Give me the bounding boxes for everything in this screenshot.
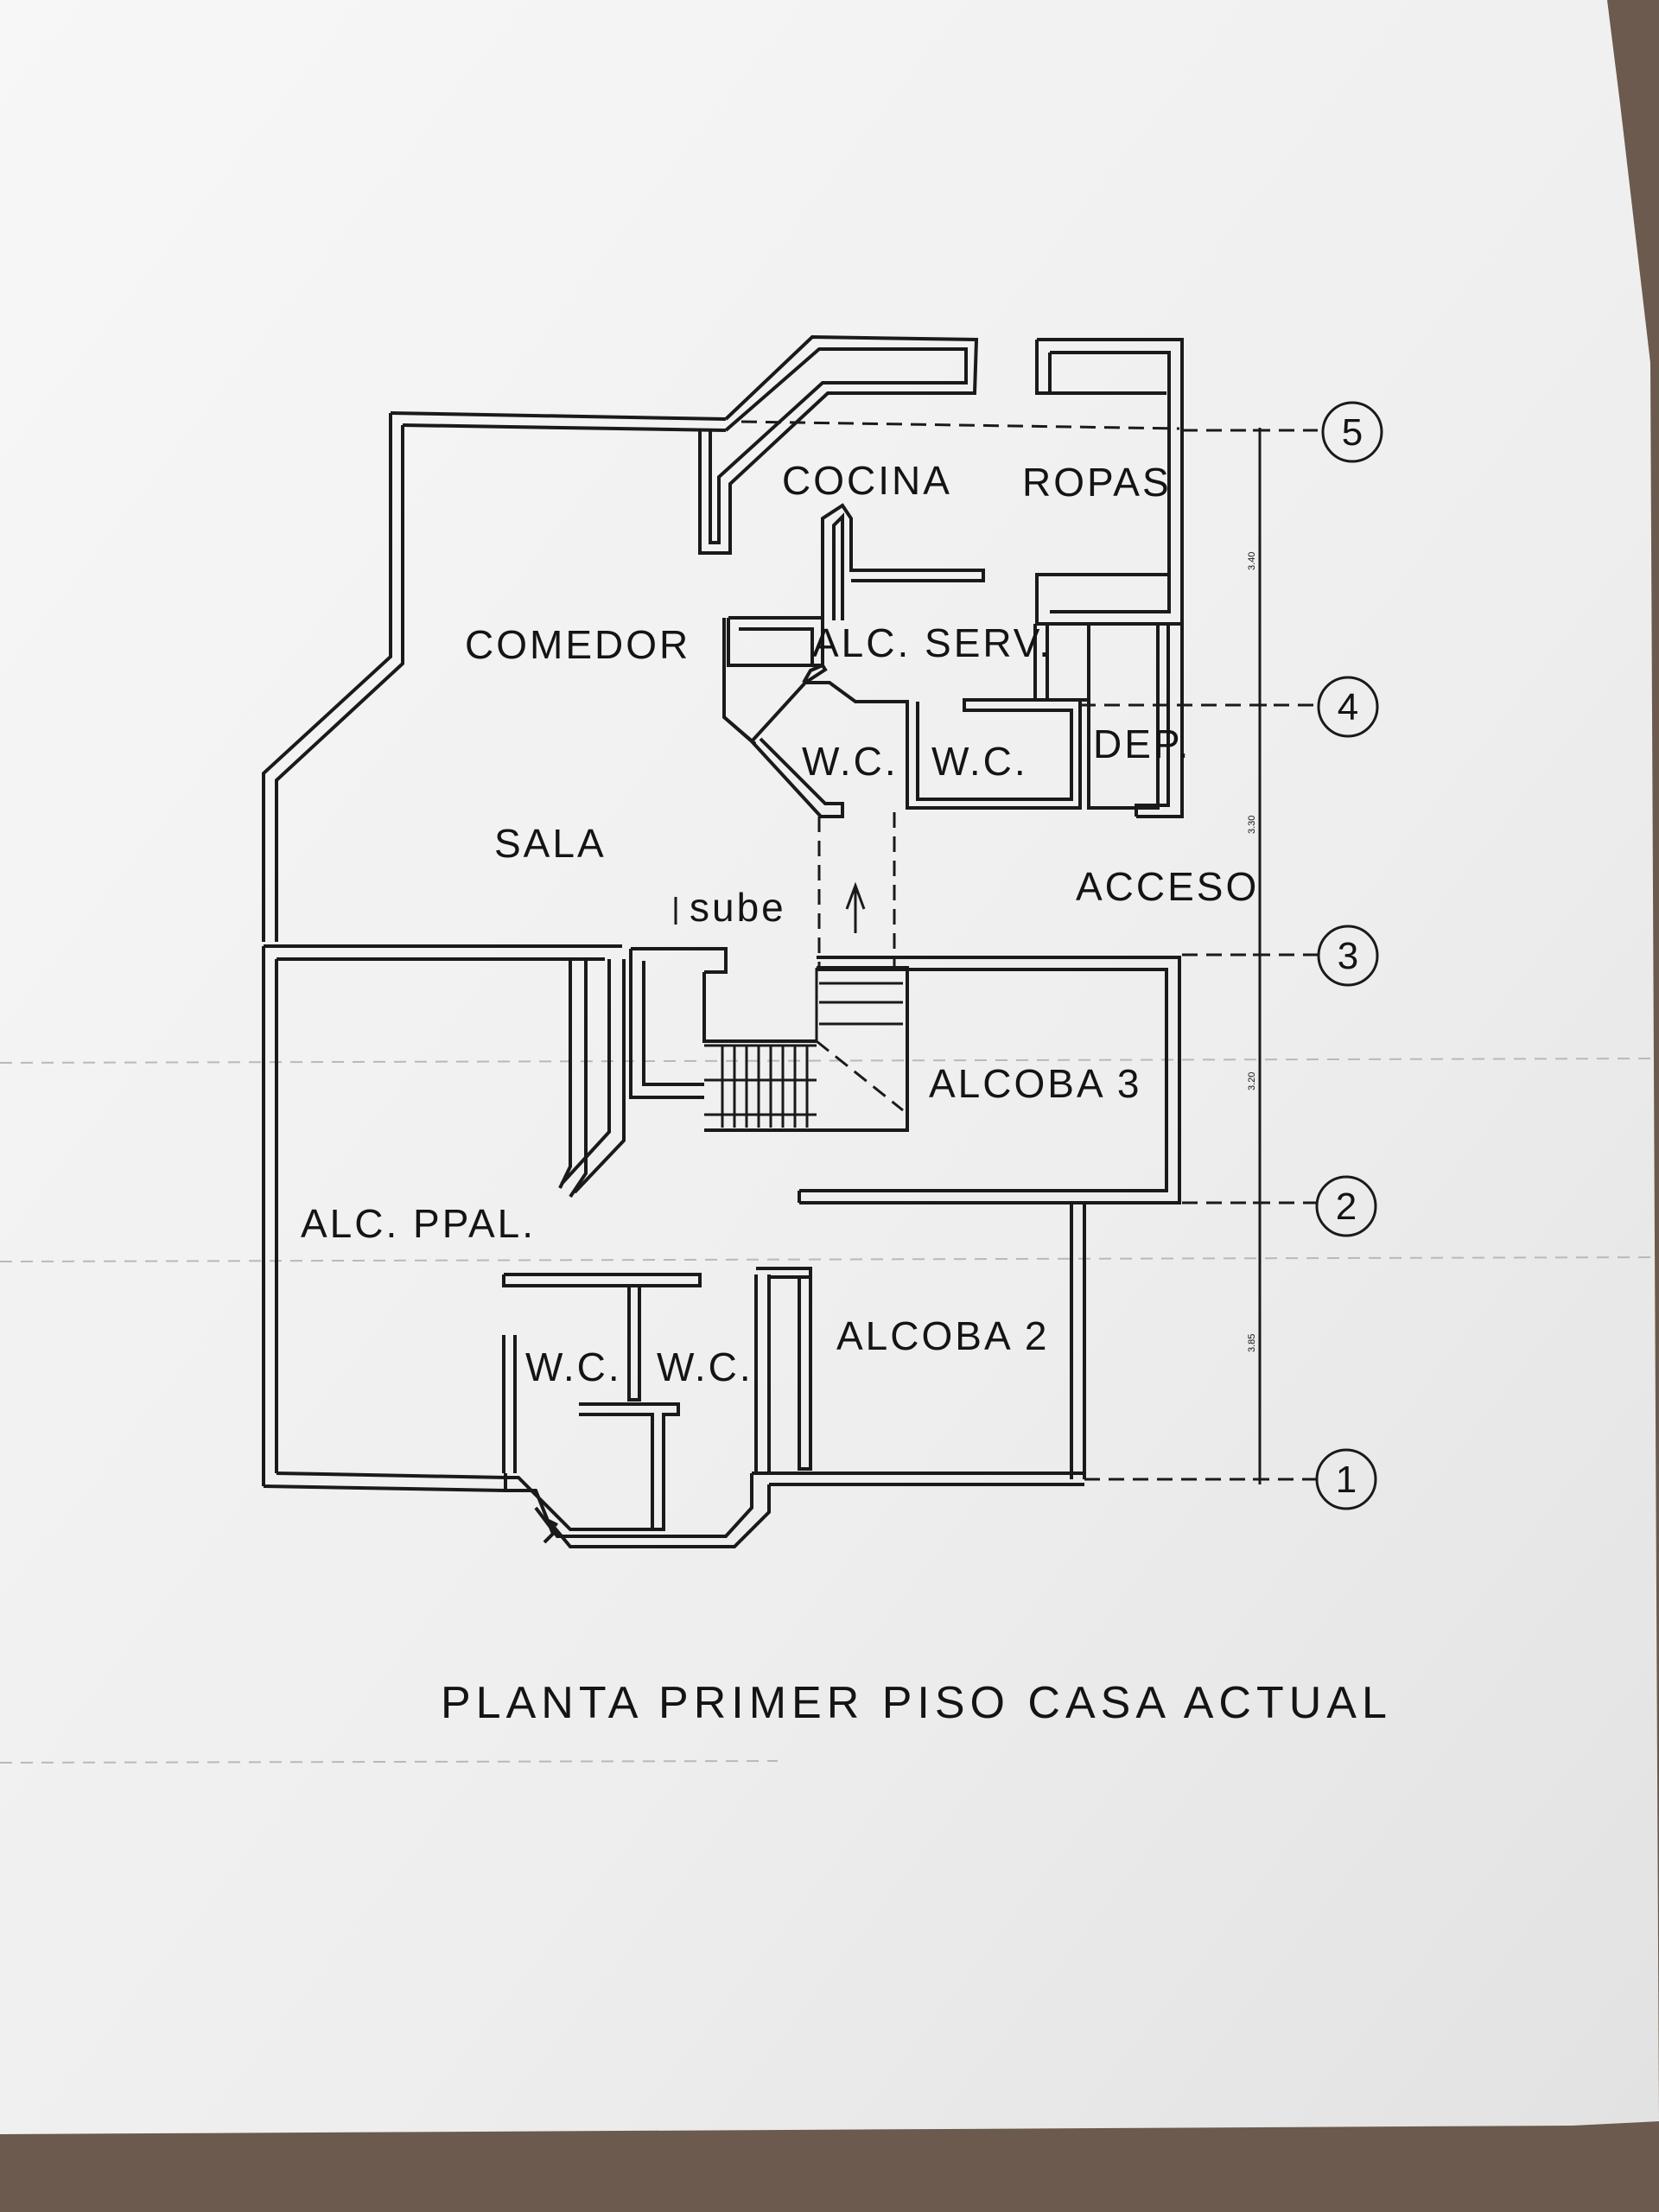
- axis-number: 4: [1338, 686, 1358, 728]
- wc-wall: [579, 1413, 654, 1529]
- room-label-comedor: COMEDOR: [465, 622, 690, 667]
- stair-dashed-line: [816, 1039, 904, 1112]
- axis-marker-1: 1: [1315, 1448, 1377, 1510]
- ropas-wall: [1035, 338, 1184, 626]
- wall-bottom: [276, 1471, 506, 1479]
- dimension-label: 3.85: [1247, 1334, 1257, 1352]
- room-label-wc: W.C.: [525, 1344, 622, 1389]
- dimension-label: 3.40: [1247, 552, 1257, 570]
- room-label-alc-serv: ALC. SERV.: [812, 620, 1052, 665]
- room-label-alc-ppal: ALC. PPAL.: [301, 1201, 536, 1246]
- kitchen-partition: [832, 512, 844, 620]
- stair-up-arrow: [845, 881, 866, 910]
- fold-line: [0, 1760, 779, 1764]
- wc-upper-wall: [722, 681, 1082, 810]
- room-label-sala: SALA: [494, 821, 607, 866]
- wc-wall: [579, 1402, 680, 1529]
- wall-alcoba3: [799, 968, 1168, 1192]
- wc-wall: [502, 1273, 702, 1287]
- room-label-wc: W.C.: [802, 739, 899, 784]
- kitchen-wall: [698, 334, 979, 555]
- wc-wall: [798, 1277, 812, 1471]
- wall-top-left: [390, 411, 727, 421]
- stair-treads: [704, 968, 903, 1128]
- axis-number: 1: [1336, 1459, 1357, 1501]
- room-label-dep: DEP.: [1093, 721, 1191, 766]
- wc-upper-wall: [750, 737, 844, 818]
- stair-wall: [642, 961, 704, 1086]
- kitchen-partition: [739, 627, 814, 665]
- stair-wall: [702, 972, 817, 1043]
- closet-wall: [573, 959, 626, 1194]
- axis-marker-5: 5: [1321, 401, 1383, 463]
- axis-marker-3: 3: [1317, 925, 1379, 987]
- bay-bottom: [547, 1484, 771, 1548]
- bay-bottom: [505, 1476, 665, 1531]
- stair-label-sube: sube: [690, 885, 786, 930]
- grid-axes: [1080, 428, 1318, 1484]
- wc-wall: [756, 1267, 812, 1279]
- bay-bottom: [534, 1473, 753, 1538]
- room-label-acceso: ACCESO: [1076, 864, 1259, 909]
- room-label-wc: W.C.: [931, 739, 1028, 784]
- kitchen-wall: [709, 347, 968, 544]
- kitchen-overhead-line: [741, 420, 1180, 430]
- wc-upper-wall: [802, 663, 828, 684]
- dimension-label: 3.20: [1247, 1072, 1257, 1090]
- room-label-cocina: COCINA: [782, 458, 952, 503]
- ropas-wall: [1050, 351, 1171, 613]
- ropas-wall: [1035, 340, 1166, 395]
- kitchen-partition: [821, 503, 985, 620]
- bay-bottom: [504, 1473, 556, 1544]
- dep-wall: [1135, 624, 1170, 817]
- closet-wall: [569, 959, 588, 1198]
- closet-wall: [560, 959, 611, 1185]
- wall-alcoba3: [799, 956, 1181, 1205]
- axis-number: 5: [1342, 411, 1363, 454]
- stair-wall: [629, 949, 704, 1099]
- axis-number: 3: [1338, 935, 1358, 977]
- dep-wall: [1087, 622, 1184, 818]
- wall-left-upper: [262, 413, 392, 942]
- paper-sheet: [0, 0, 1659, 2134]
- room-label-alcoba-2: ALCOBA 2: [836, 1313, 1049, 1358]
- wall-top-left: [402, 423, 727, 432]
- plan-title: PLANTA PRIMER PISO CASA ACTUAL: [441, 1678, 1392, 1728]
- axis-marker-2: 2: [1315, 1175, 1377, 1237]
- walls: [262, 334, 1184, 1548]
- room-label-ropas: ROPAS: [1022, 460, 1172, 505]
- axis-marker-4: 4: [1317, 676, 1379, 738]
- axis-number: 2: [1336, 1185, 1357, 1228]
- room-label-alcoba-3: ALCOBA 3: [929, 1061, 1141, 1106]
- wall-bottom: [263, 1484, 506, 1492]
- stair-wall: [631, 947, 728, 974]
- dimension-label: 3.30: [1247, 816, 1257, 834]
- room-label-wc: W.C.: [657, 1344, 753, 1389]
- wc-wall: [627, 1286, 641, 1402]
- wall-left-upper: [275, 425, 404, 942]
